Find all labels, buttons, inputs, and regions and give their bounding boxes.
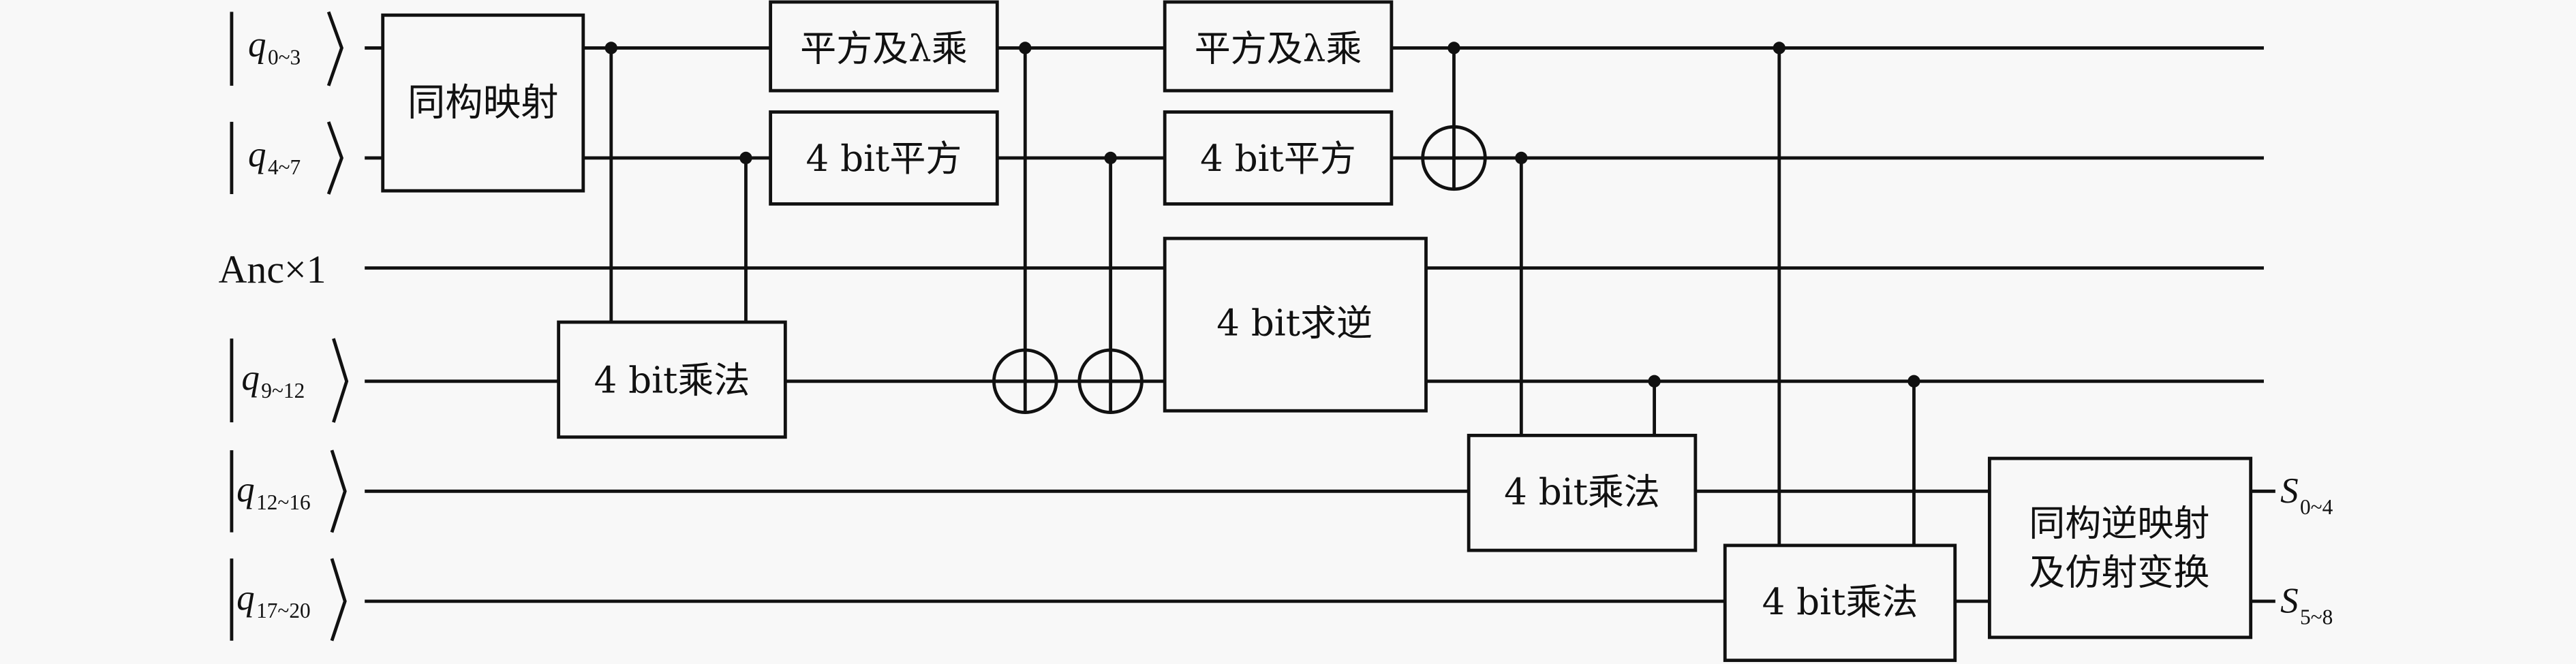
ket-symbol: q — [248, 25, 266, 65]
control-dot — [1907, 375, 1920, 388]
output-subscript: 5~8 — [2300, 605, 2333, 629]
input-label-anc: Anc×1 — [219, 247, 326, 291]
gate-inverse-iso-affine: 同构逆映射 及仿射变换 — [1987, 456, 2253, 639]
gate-sq-2: 4 bit平方 — [1163, 110, 1394, 206]
input-ket-q17-20: q 17~20 — [230, 558, 347, 642]
control-dot — [1104, 151, 1117, 165]
gate-label-line2: 及仿射变换 — [2029, 552, 2209, 594]
control-dot — [1515, 151, 1528, 165]
gate-label: 4 bit求逆 — [1216, 302, 1373, 344]
ket-subscript: 9~12 — [261, 379, 305, 402]
ket-symbol: q — [248, 135, 266, 174]
gate-label: 4 bit平方 — [1200, 138, 1356, 180]
xor-target-icon — [992, 348, 1058, 415]
ket-symbol: q — [241, 358, 260, 398]
gate-mul-3: 4 bit乘法 — [1723, 543, 1957, 663]
ket-symbol: q — [236, 578, 255, 618]
output-symbol: S — [2280, 582, 2299, 621]
output-s5-8: S 5~8 — [2280, 582, 2333, 629]
gate-sqlam-2: 平方及λ乘 — [1163, 0, 1394, 93]
output-symbol: S — [2280, 471, 2299, 511]
input-ket-q9-12: q 9~12 — [230, 338, 349, 423]
ket-subscript: 0~3 — [268, 46, 301, 69]
control-dot — [1648, 375, 1661, 388]
input-ket-q0-3: q 0~3 — [230, 11, 343, 86]
input-ket-q12-16: q 12~16 — [230, 449, 347, 533]
gate-mul-1: 4 bit乘法 — [557, 320, 787, 439]
output-subscript: 0~4 — [2300, 495, 2333, 519]
output-labels: S 0~4 S 5~8 — [2280, 471, 2333, 629]
output-s0-4: S 0~4 — [2280, 471, 2333, 519]
gate-iso-map: 同构映射 — [381, 13, 585, 193]
gate-label-line1: 同构逆映射 — [2029, 502, 2209, 544]
control-dot — [739, 151, 752, 165]
cnot-targets — [992, 125, 1487, 415]
ket-subscript: 12~16 — [256, 490, 311, 514]
control-dot — [1773, 42, 1785, 54]
gate-label: 4 bit乘法 — [1762, 581, 1918, 623]
ket-subscript: 17~20 — [256, 599, 311, 622]
gate-label: 平方及λ乘 — [1195, 28, 1362, 70]
control-dot — [604, 42, 617, 54]
gate-sq-1: 4 bit平方 — [769, 110, 999, 206]
xor-target-icon — [1421, 125, 1487, 191]
gate-label: 4 bit平方 — [806, 138, 962, 180]
xor-target-icon — [1077, 348, 1144, 415]
control-lines — [609, 48, 1916, 546]
control-dots — [604, 42, 1920, 388]
gate-label: 4 bit乘法 — [594, 360, 750, 402]
gate-label: 平方及λ乘 — [800, 28, 968, 70]
ket-symbol: q — [236, 470, 255, 509]
control-dot — [1447, 42, 1460, 54]
input-labels: q 0~3 q 4~7 Anc×1 q 9~12 q 12~16 q 17~20 — [219, 11, 349, 642]
input-ket-q4-7: q 4~7 — [230, 121, 343, 195]
gate-sqlam-1: 平方及λ乘 — [769, 0, 999, 93]
gate-inverse: 4 bit求逆 — [1163, 236, 1428, 413]
control-dot — [1019, 42, 1032, 54]
gate-label: 4 bit乘法 — [1504, 471, 1660, 513]
gate-mul-2: 4 bit乘法 — [1467, 433, 1698, 552]
ket-subscript: 4~7 — [268, 155, 301, 179]
gate-label: 同构映射 — [408, 81, 559, 125]
